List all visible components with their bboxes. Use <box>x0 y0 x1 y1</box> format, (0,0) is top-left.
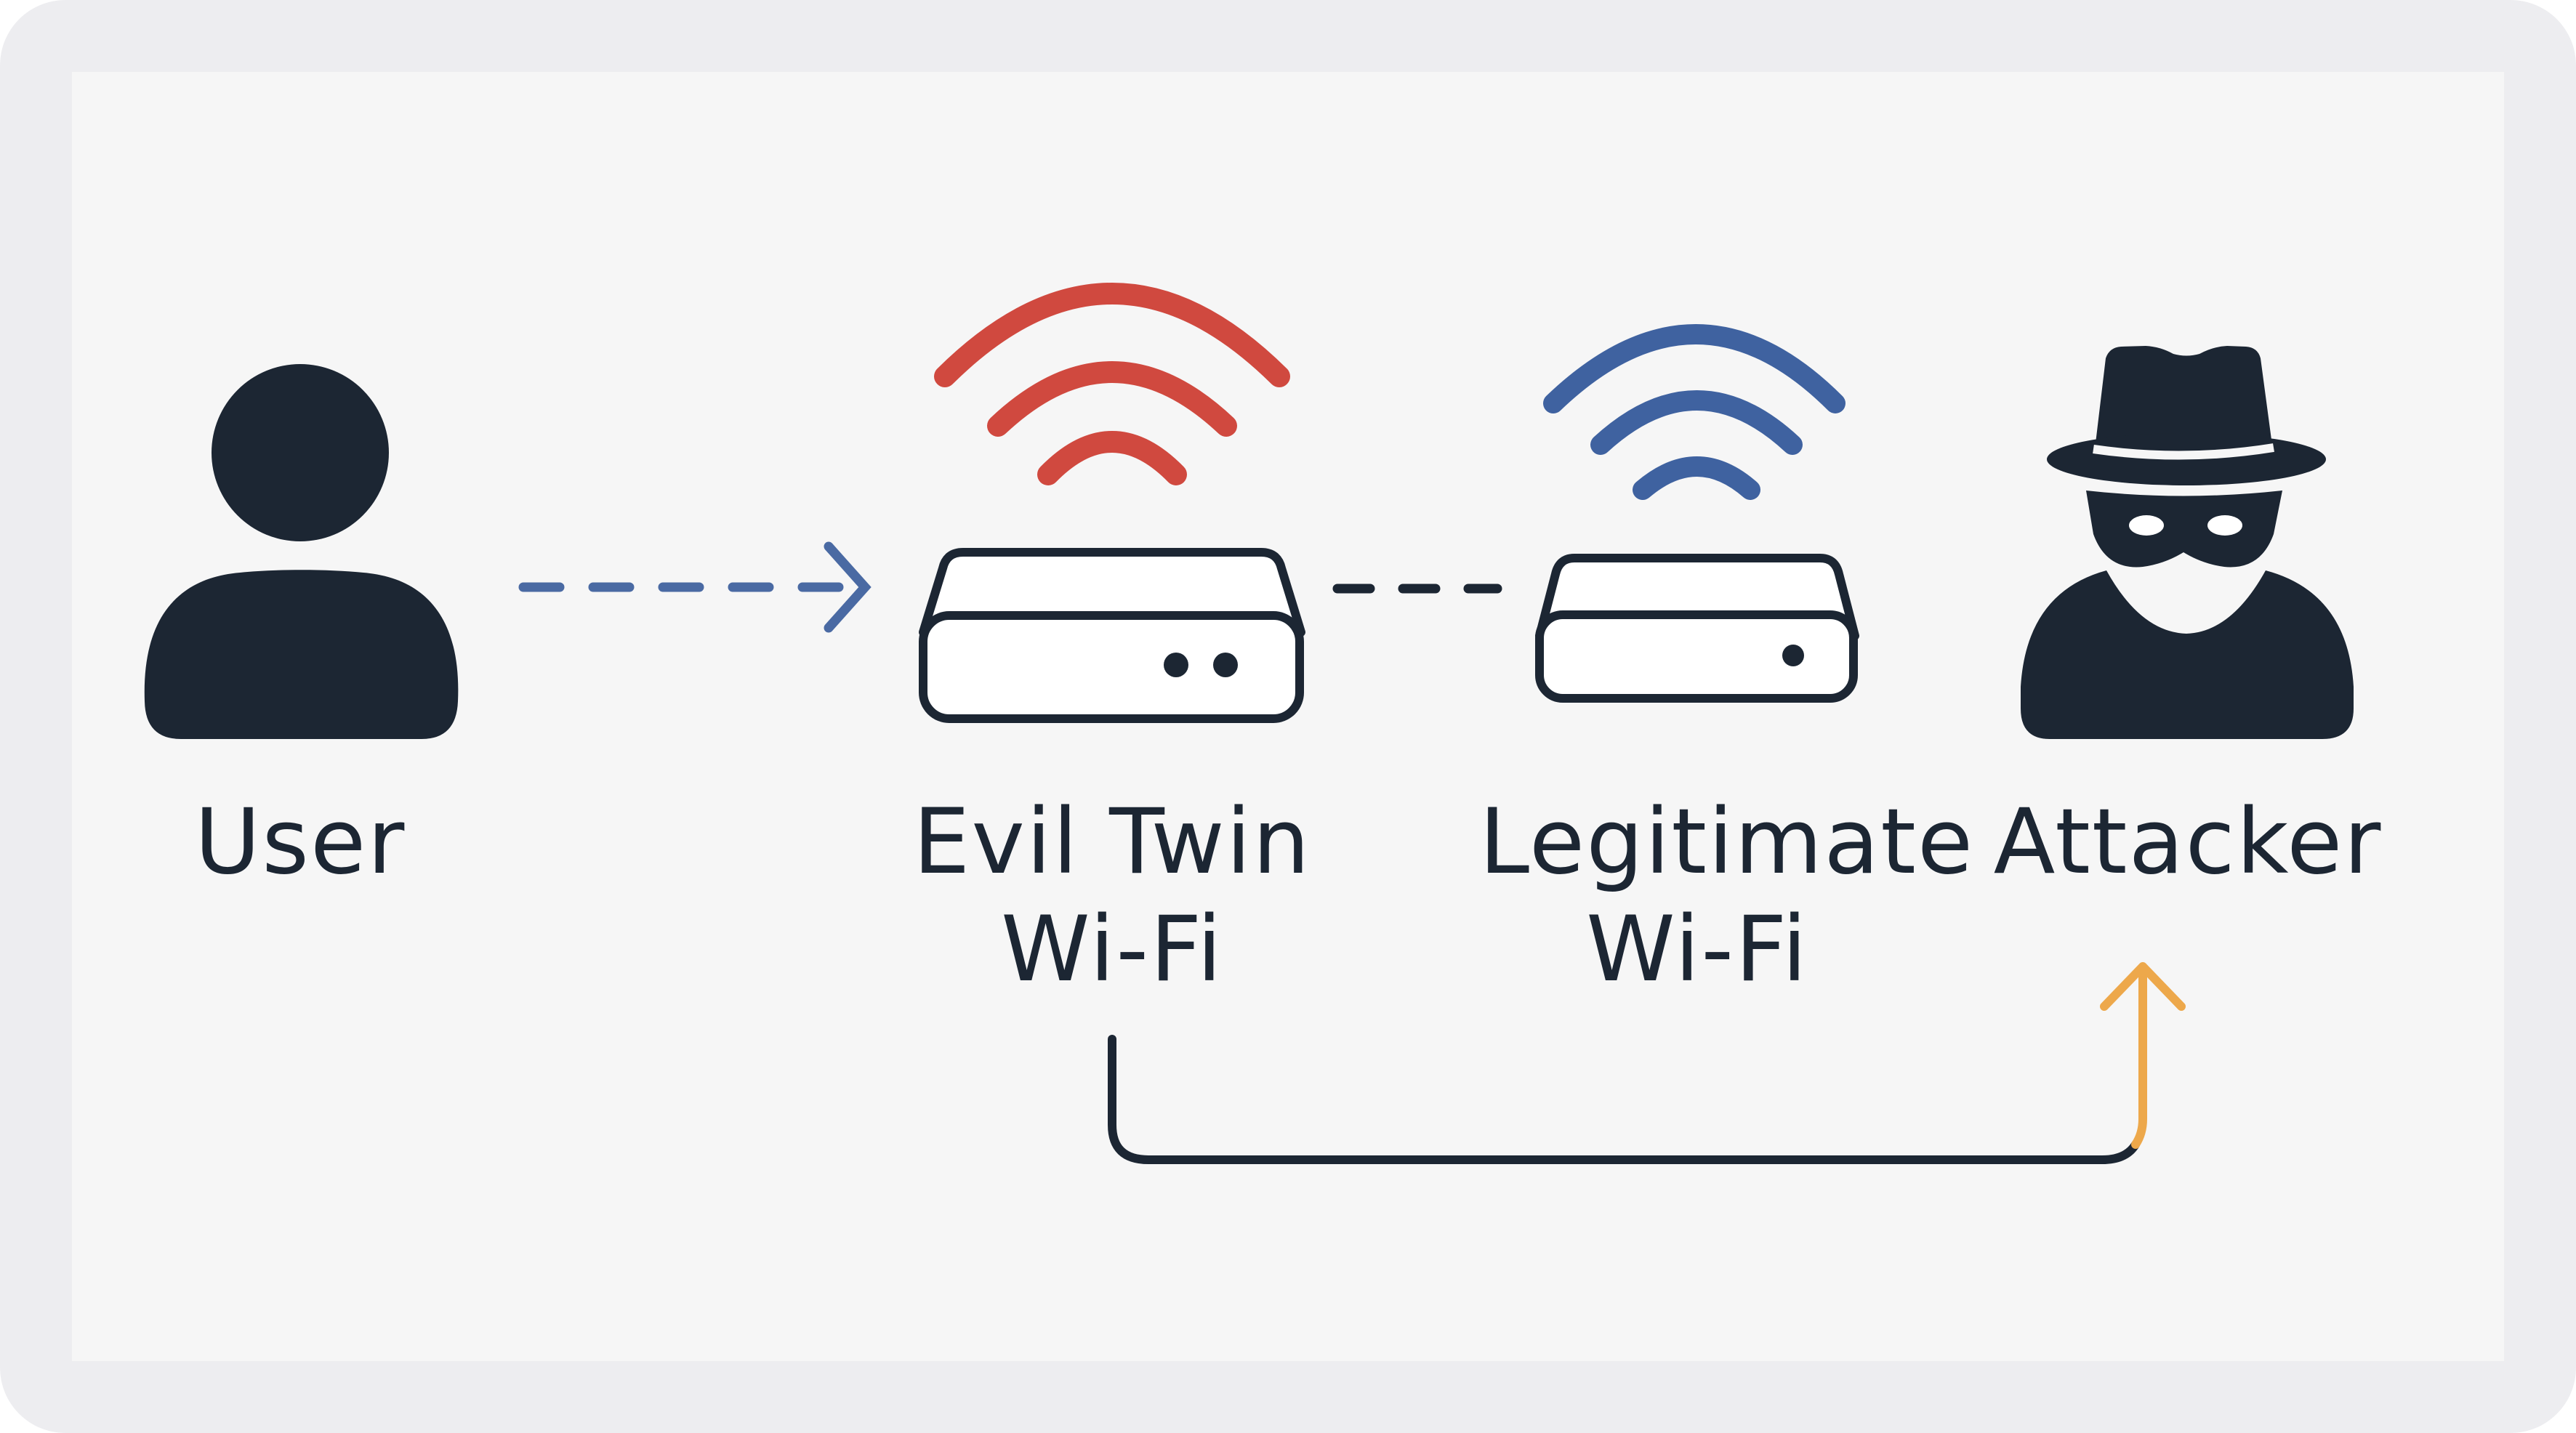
attacker-label: Attacker <box>1993 790 2383 895</box>
evil-twin-router-icon <box>919 548 1305 723</box>
legitimate-router-icon <box>1535 554 1859 703</box>
evil-twin-wifi-signal-icon <box>934 283 1290 485</box>
attacker-spy-icon <box>2021 346 2354 739</box>
evil-twin-label: Evil Twin Wi-Fi <box>913 790 1311 1002</box>
evil-twin-to-attacker-arrow <box>1108 962 2186 1164</box>
legitimate-label: Legitimate Wi-Fi <box>1479 790 1975 1002</box>
user-label: User <box>194 790 406 895</box>
legitimate-wifi-signal-icon <box>1543 324 1846 500</box>
user-icon <box>144 364 459 739</box>
user-to-evil-twin-arrow <box>518 541 872 633</box>
